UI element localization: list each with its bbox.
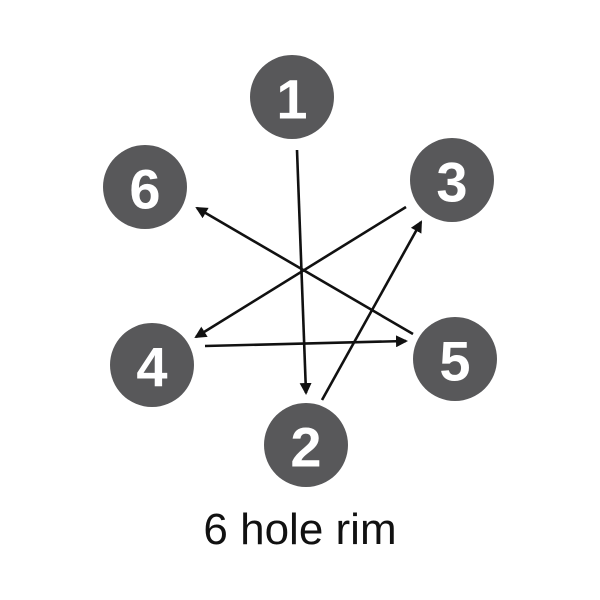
- node-3-label: 3: [436, 151, 467, 214]
- node-5: 5: [413, 317, 497, 401]
- diagram-caption: 6 hole rim: [203, 505, 397, 554]
- node-6-circle: [103, 145, 187, 229]
- node-5-label: 5: [439, 330, 470, 393]
- node-1: 1: [250, 55, 334, 139]
- node-2-circle: [264, 403, 348, 487]
- node-4-label: 4: [136, 336, 167, 399]
- node-5-circle: [413, 317, 497, 401]
- node-3-circle: [410, 138, 494, 222]
- node-6: 6: [103, 145, 187, 229]
- nodes-layer: 1 2 3 4 5 6: [103, 55, 497, 487]
- node-2-label: 2: [290, 416, 321, 479]
- edges-layer: [194, 149, 423, 401]
- node-2: 2: [264, 403, 348, 487]
- node-4-circle: [110, 323, 194, 407]
- node-1-label: 1: [276, 68, 307, 131]
- edge-5-to-6: [195, 206, 414, 336]
- edge-3-to-4: [194, 205, 407, 339]
- node-3: 3: [410, 138, 494, 222]
- node-1-circle: [250, 55, 334, 139]
- node-4: 4: [110, 323, 194, 407]
- edge-4-to-5: [204, 335, 408, 348]
- node-6-label: 6: [129, 158, 160, 221]
